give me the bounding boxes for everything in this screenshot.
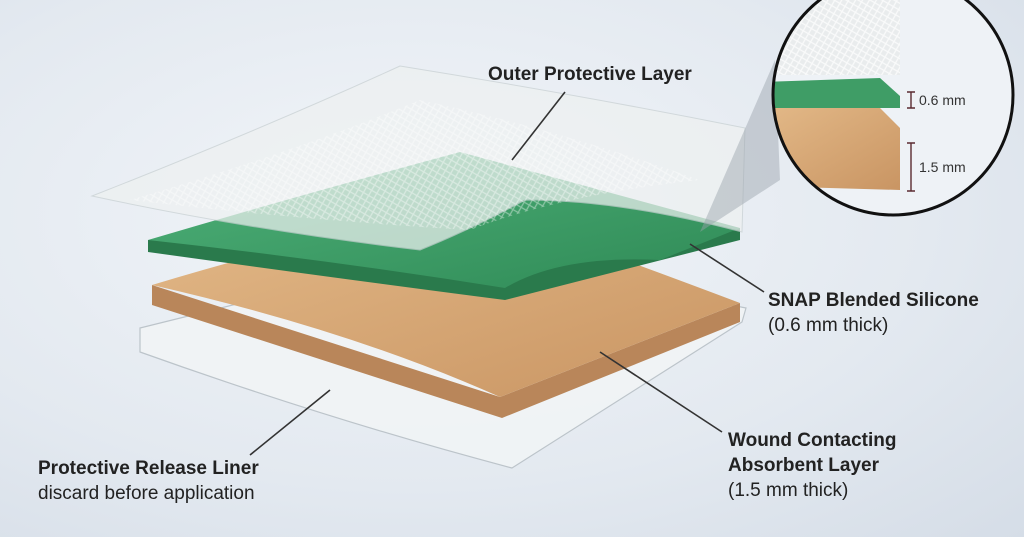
outer-protective-layer [90,65,746,251]
silicone-label-sub: (0.6 mm thick) [768,315,889,336]
absorbent-label-title-1: Wound Contacting [728,430,897,451]
liner-label-title: Protective Release Liner [38,458,259,479]
absorbent-label-title-2: Absorbent Layer [728,455,879,476]
outer-layer-label: Outer Protective Layer [488,64,692,85]
leader-lines [249,91,765,456]
cross-section-inset: 0.6 mm 1.5 mm [771,0,1015,217]
liner-label: Protective Release Liner discard before … [38,456,259,506]
absorbent-thickness-label: 1.5 mm [919,159,966,175]
dimension-marker-silicone [907,91,915,109]
silicone-thickness-label: 0.6 mm [919,92,966,108]
dimension-marker-absorbent [907,142,915,192]
silicone-label: SNAP Blended Silicone (0.6 mm thick) [768,288,979,338]
magnifier-cone [700,60,780,232]
absorbent-label: Wound Contacting Absorbent Layer (1.5 mm… [728,428,897,503]
liner-label-sub: discard before application [38,483,255,504]
silicone-label-title: SNAP Blended Silicone [768,290,979,311]
absorbent-label-sub: (1.5 mm thick) [728,480,849,501]
